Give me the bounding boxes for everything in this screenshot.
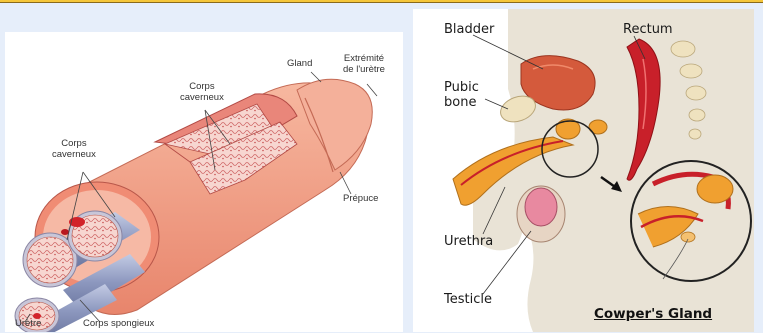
label-extremite-line1: Extrémité <box>343 53 385 64</box>
label-extremite-line2: de l'urètre <box>343 64 385 75</box>
label-testicle: Testicle <box>444 292 492 307</box>
right-anatomy-panel: Bladder Rectum Pubic bone Urethra Testic… <box>413 9 754 332</box>
label-cowpers-gland: Cowper's Gland <box>594 306 712 322</box>
label-corps-spongieux: Corps spongieux <box>83 318 154 329</box>
label-pubic-line1: Pubic <box>444 80 479 95</box>
left-anatomy-panel: Gland Extrémité de l'urètre Corps cavern… <box>5 32 403 332</box>
label-prepuce: Prépuce <box>343 193 378 204</box>
label-pubic-bone: Pubic bone <box>444 80 479 110</box>
label-urethra: Urethra <box>444 234 493 249</box>
label-extremite-uretre: Extrémité de l'urètre <box>343 53 385 75</box>
label-corps-caverneux-left: Corps caverneux <box>52 138 96 160</box>
label-corps-caverneux-top: Corps caverneux <box>180 81 224 103</box>
label-bladder: Bladder <box>444 22 494 37</box>
label-pubic-line2: bone <box>444 95 479 110</box>
label-corps-caverneux-left-line1: Corps <box>52 138 96 149</box>
label-gland: Gland <box>287 58 312 69</box>
label-rectum: Rectum <box>623 22 673 37</box>
label-corps-caverneux-top-line2: caverneux <box>180 92 224 103</box>
label-corps-caverneux-top-line1: Corps <box>180 81 224 92</box>
pelvic-anatomy-illustration <box>413 9 754 332</box>
label-corps-caverneux-left-line2: caverneux <box>52 149 96 160</box>
label-uretre: Urètre <box>15 318 41 329</box>
penis-cross-section-illustration <box>5 32 403 332</box>
top-accent-bar <box>0 0 763 6</box>
